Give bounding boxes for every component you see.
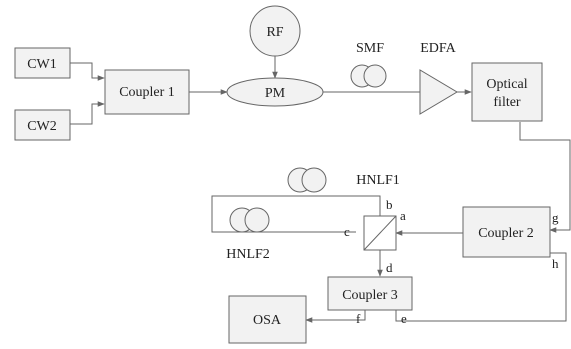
filter-label-line2: filter bbox=[493, 95, 521, 110]
port-b-label: b bbox=[386, 197, 393, 212]
pm-label: PM bbox=[265, 86, 286, 101]
cw2-laser: CW2 bbox=[14, 109, 71, 141]
wire-coupler3-osa bbox=[305, 310, 366, 323]
port-a-label: a bbox=[400, 208, 406, 223]
osa-analyzer: OSA bbox=[228, 295, 307, 344]
port-h-label: h bbox=[552, 256, 559, 271]
coupler1-label: Coupler 1 bbox=[119, 85, 175, 100]
wire-cw1-coupler1 bbox=[70, 62, 105, 81]
edfa-amplifier bbox=[419, 69, 458, 115]
coupler2: Coupler 2 bbox=[462, 206, 551, 258]
cw1-label: CW1 bbox=[27, 57, 57, 72]
hnlf2-spool bbox=[229, 207, 270, 233]
wire-coupler2-coupler3 bbox=[395, 252, 567, 322]
beam-splitter bbox=[363, 215, 397, 251]
port-c-label: c bbox=[344, 224, 350, 239]
coupler3: Coupler 3 bbox=[327, 276, 413, 311]
rf-source: RF bbox=[249, 5, 301, 57]
phase-modulator: PM bbox=[226, 77, 324, 107]
cw2-label: CW2 bbox=[27, 119, 57, 134]
coupler3-label: Coupler 3 bbox=[342, 288, 398, 303]
hnlf1-label: HNLF1 bbox=[356, 173, 400, 188]
smf-label: SMF bbox=[356, 41, 384, 56]
rf-label: RF bbox=[266, 25, 283, 40]
hnlf1-spool bbox=[287, 167, 327, 193]
port-d-label: d bbox=[386, 260, 393, 275]
port-f-label: f bbox=[356, 311, 361, 326]
wire-cw2-coupler1 bbox=[70, 101, 105, 125]
hnlf2-label: HNLF2 bbox=[226, 247, 270, 262]
edfa-label: EDFA bbox=[420, 41, 456, 56]
cw1-laser: CW1 bbox=[14, 47, 71, 79]
port-g-label: g bbox=[552, 210, 559, 225]
osa-label: OSA bbox=[253, 313, 282, 328]
optical-filter: Optical filter bbox=[471, 62, 543, 122]
filter-label-line1: Optical bbox=[486, 77, 527, 92]
wire-filter-coupler2 bbox=[519, 122, 571, 233]
coupler1: Coupler 1 bbox=[104, 69, 190, 115]
port-e-label: e bbox=[401, 311, 407, 326]
coupler2-label: Coupler 2 bbox=[478, 226, 534, 241]
smf-spool bbox=[350, 64, 387, 88]
